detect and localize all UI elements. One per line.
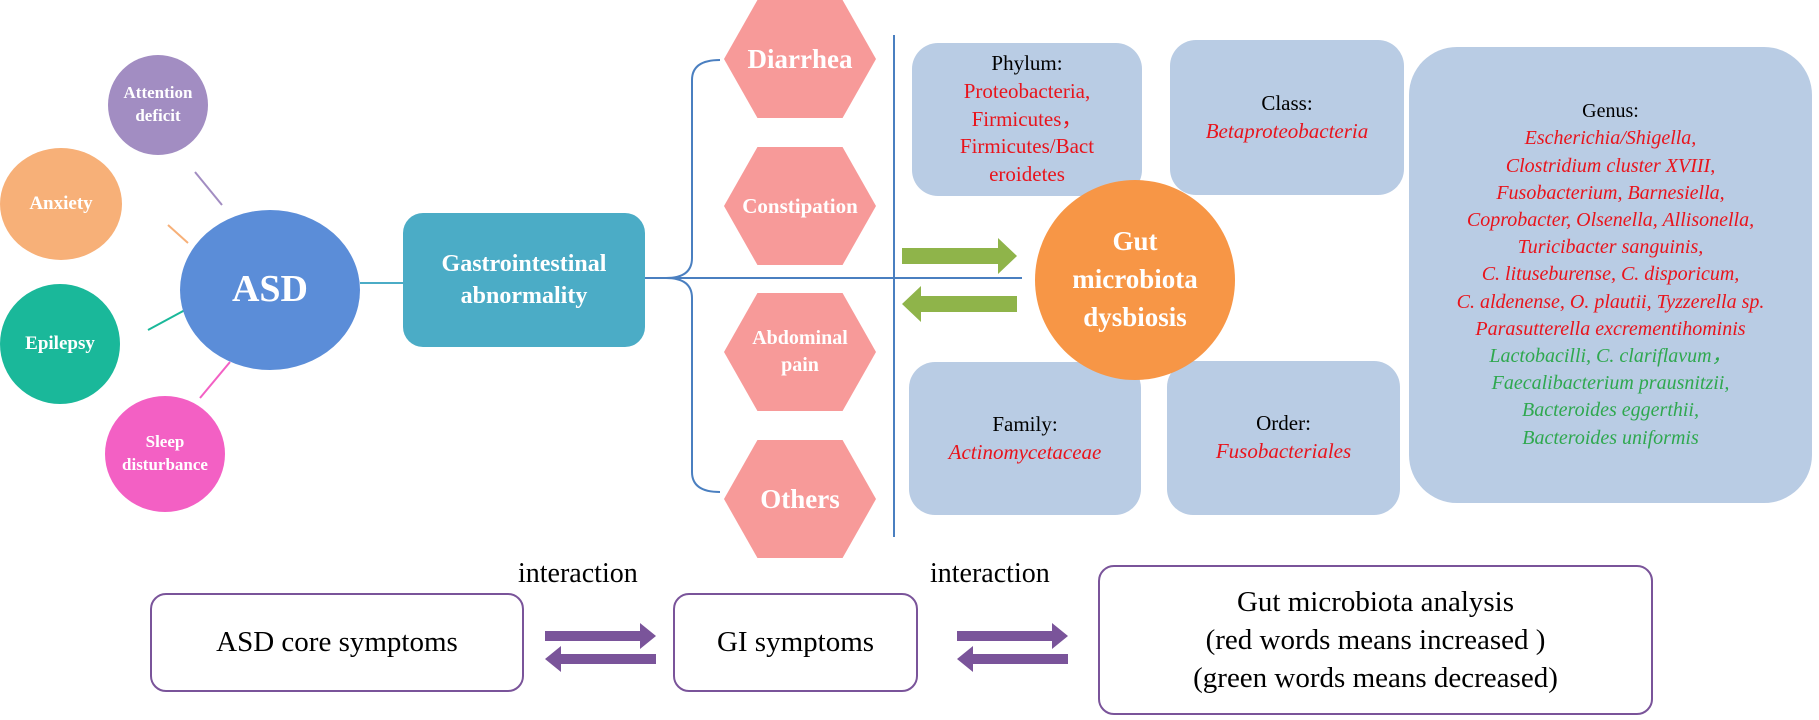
class-box: Class: Betaproteobacteria — [1170, 40, 1404, 195]
genus-increased-item: C. aldenense, O. plautii, Tyzzerella sp. — [1456, 290, 1765, 313]
connector-asd-anxiety — [167, 224, 189, 244]
diarrhea-hexagon: Diarrhea — [724, 0, 876, 118]
asd-circle: ASD — [180, 210, 360, 370]
asd-label: ASD — [231, 268, 309, 311]
genus-increased-item: Escherichia/Shigella, — [1524, 127, 1697, 150]
green-arrow-right — [902, 238, 1017, 274]
order-box: Order: Fusobacteriales — [1167, 361, 1400, 515]
phylum-item: Proteobacteria, — [963, 78, 1091, 103]
phylum-item: Firmicutes， — [971, 106, 1083, 131]
order-heading: Order: — [1256, 411, 1311, 436]
sleep-disturbance-circle: Sleep disturbance — [105, 396, 225, 512]
phylum-item: Firmicutes/Bact — [959, 134, 1095, 159]
attention-deficit-circle: Attention deficit — [108, 55, 208, 155]
anxiety-label: Anxiety — [29, 193, 93, 215]
asd-core-symptoms-label: ASD core symptoms — [216, 626, 458, 659]
abdominal-pain-hexagon: Abdominal pain — [724, 293, 876, 411]
others-hexagon: Others — [724, 440, 876, 558]
sleep-disturbance-label: Sleep disturbance — [122, 432, 208, 474]
analysis-note-increased: (red words means increased ) — [1205, 623, 1546, 656]
purple-arrow-left-top — [545, 623, 656, 649]
genus-decreased-item: Bacteroides eggerthii, — [1522, 399, 1699, 422]
epilepsy-label: Epilepsy — [25, 333, 95, 355]
constipation-label: Constipation — [742, 193, 858, 218]
connector-asd-epilepsy — [147, 309, 186, 331]
constipation-hexagon: Constipation — [724, 147, 876, 265]
connector-asd-attention — [194, 171, 223, 206]
class-item: Betaproteobacteria — [1205, 118, 1369, 143]
genus-increased-item: Clostridium cluster XVIII, — [1505, 154, 1716, 177]
genus-increased-item: C. lituseburense, C. disporicum, — [1481, 263, 1740, 286]
phylum-item: eroidetes — [989, 162, 1065, 187]
genus-box: Genus: Escherichia/Shigella, Clostridium… — [1409, 47, 1812, 503]
class-heading: Class: — [1261, 90, 1313, 115]
epilepsy-circle: Epilepsy — [0, 284, 120, 404]
green-arrow-left — [902, 286, 1017, 322]
connector-asd-sleep — [199, 361, 231, 399]
anxiety-circle: Anxiety — [0, 148, 122, 260]
dysbiosis-label: Gut microbiota dysbiosis — [1072, 226, 1198, 332]
genus-decreased-item: Lactobacilli, C. clariflavum， — [1489, 344, 1732, 367]
family-item: Actinomycetaceae — [948, 439, 1102, 464]
phylum-box: Phylum: Proteobacteria, Firmicutes， Firm… — [912, 43, 1142, 196]
family-box: Family: Actinomycetaceae — [909, 362, 1141, 515]
diarrhea-label: Diarrhea — [747, 43, 853, 74]
symptom-bracket — [665, 59, 721, 493]
interaction-label-left: interaction — [518, 558, 638, 589]
genus-increased-item: Coprobacter, Olsenella, Allisonella, — [1466, 209, 1755, 232]
genus-decreased-item: Bacteroides uniformis — [1522, 426, 1699, 449]
interaction-label-right: interaction — [930, 558, 1050, 589]
analysis-note-decreased: (green words means decreased) — [1193, 662, 1558, 695]
order-item: Fusobacteriales — [1215, 439, 1352, 463]
gi-abnormality-box: Gastrointestinal abnormality — [403, 213, 645, 347]
dysbiosis-circle: Gut microbiota dysbiosis — [1035, 180, 1235, 380]
genus-increased-item: Fusobacterium, Barnesiella, — [1496, 181, 1725, 204]
gi-symptoms-label: GI symptoms — [716, 626, 875, 659]
purple-arrow-right-bottom — [957, 646, 1068, 672]
gi-abnormality-label: Gastrointestinal abnormality — [441, 250, 607, 309]
attention-deficit-label: Attention deficit — [123, 83, 193, 125]
purple-arrow-right-top — [957, 623, 1068, 649]
purple-arrow-left-bottom — [545, 646, 656, 672]
family-heading: Family: — [992, 411, 1058, 436]
abdominal-pain-label: Abdominal pain — [752, 327, 848, 376]
gi-symptoms-box: GI symptoms — [673, 593, 918, 692]
genus-heading: Genus: — [1582, 100, 1639, 123]
others-label: Others — [760, 483, 840, 514]
genus-increased-item: Turicibacter sanguinis, — [1517, 236, 1704, 259]
analysis-title: Gut microbiota analysis — [1236, 585, 1515, 618]
phylum-heading: Phylum: — [991, 51, 1063, 76]
genus-increased-item: Parasutterella excrementihominis — [1475, 317, 1746, 340]
microbiota-analysis-box: Gut microbiota analysis (red words means… — [1098, 565, 1653, 715]
asd-core-symptoms-box: ASD core symptoms — [150, 593, 524, 692]
genus-decreased-item: Faecalibacterium prausnitzii, — [1491, 372, 1730, 395]
